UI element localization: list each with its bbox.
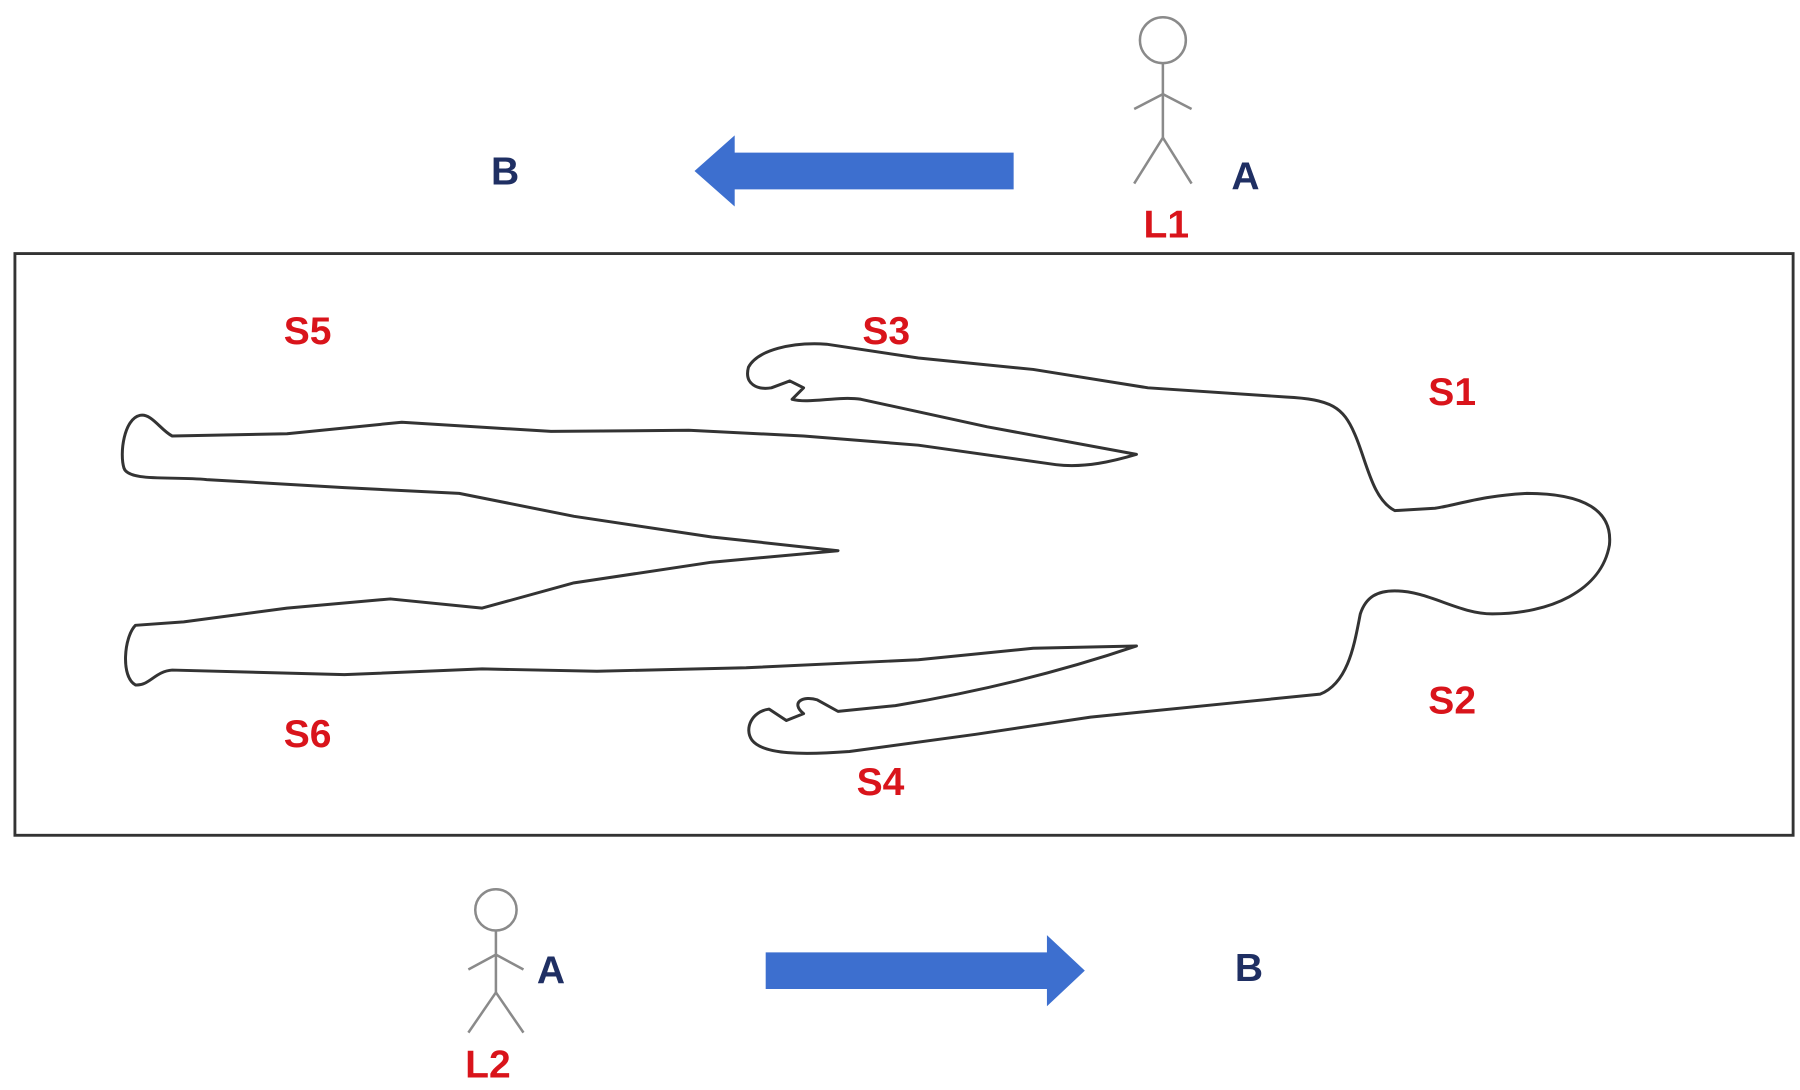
label-top-b: B xyxy=(491,151,519,194)
label-l1: L1 xyxy=(1144,203,1190,246)
label-l2: L2 xyxy=(465,1043,511,1086)
sector-s4: S4 xyxy=(857,761,905,804)
body-outline xyxy=(120,342,1612,755)
sector-s1: S1 xyxy=(1428,371,1476,414)
direction-arrow-right xyxy=(765,935,1085,1007)
sector-s6: S6 xyxy=(284,713,332,756)
label-top-a: A xyxy=(1231,155,1259,198)
sector-s3: S3 xyxy=(862,310,910,353)
person-icon-bottom xyxy=(467,887,525,1034)
label-bottom-b: B xyxy=(1235,947,1263,990)
bed-rectangle xyxy=(13,252,1795,837)
direction-arrow-left xyxy=(694,135,1014,207)
sector-s5: S5 xyxy=(284,310,332,353)
person-icon-top xyxy=(1133,15,1193,185)
label-bottom-a: A xyxy=(537,949,565,992)
sector-s2: S2 xyxy=(1428,680,1476,723)
